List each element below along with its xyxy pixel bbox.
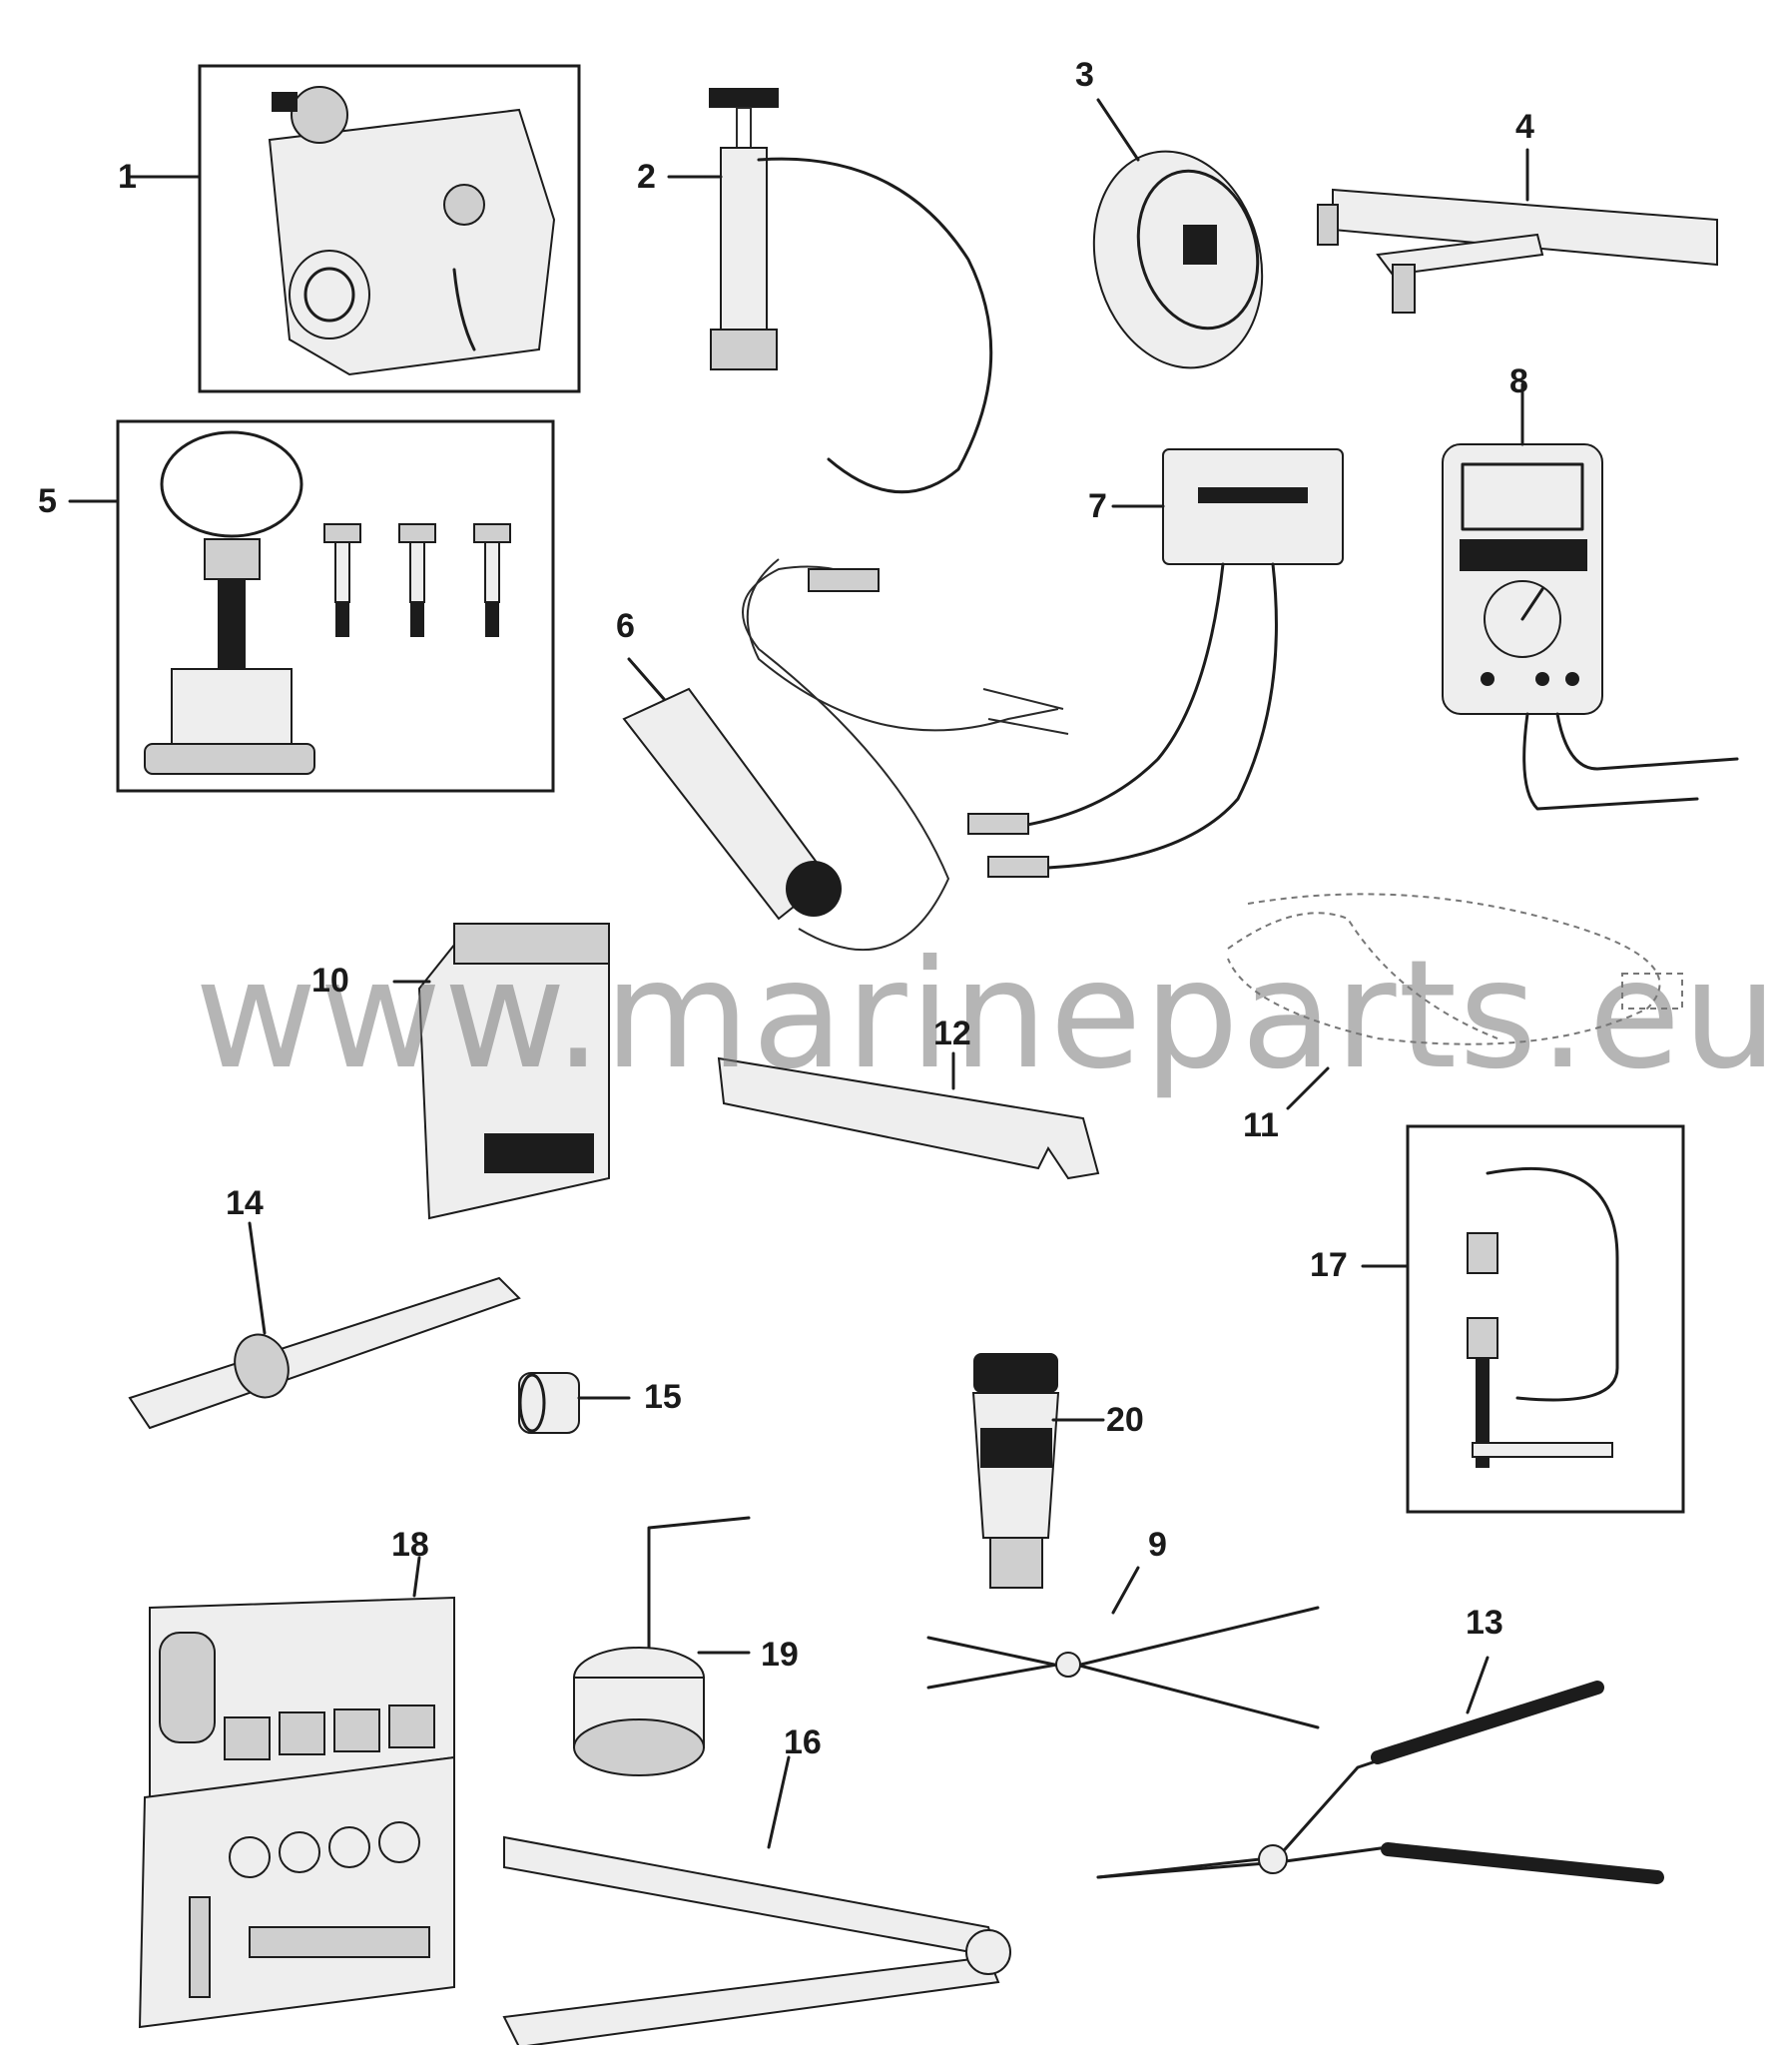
- part-3-filter-wrench: [1092, 98, 1264, 369]
- callout-5: 5: [38, 482, 57, 520]
- part-13-long-pliers: [1096, 1656, 1664, 1884]
- watermark: www.marineparts.eu: [195, 929, 1780, 1102]
- part-19-ring-compressor: [573, 1516, 751, 1776]
- callout-15: 15: [644, 1378, 682, 1416]
- part-20-lubricant-tube: [971, 1353, 1105, 1589]
- callout-4: 4: [1515, 108, 1534, 146]
- part-4-alignment-bar: [1317, 148, 1718, 314]
- part-16-spanner-wrench: [502, 1755, 1011, 2045]
- part-5-lifting-eye: [68, 419, 555, 793]
- callout-1: 1: [118, 158, 137, 196]
- part-1-frame: [198, 64, 581, 393]
- callout-8: 8: [1509, 362, 1528, 400]
- part-9-ring-pliers: [926, 1566, 1320, 1729]
- part-10-ecm-module: [392, 923, 610, 1220]
- part-6-timing-light: [622, 558, 1069, 952]
- callout-14: 14: [226, 1184, 264, 1222]
- part-15-bushing: [518, 1372, 631, 1434]
- callout-12: 12: [933, 1015, 971, 1052]
- part-17-c-clamp: [1361, 1124, 1685, 1514]
- callout-7: 7: [1088, 487, 1107, 525]
- part-18-tool-case: [138, 1556, 455, 2029]
- part-11-harness: [1227, 893, 1683, 1110]
- callout-11: 11: [1243, 1106, 1279, 1144]
- callout-19: 19: [761, 1636, 799, 1674]
- part-1-gearcase-tool: [128, 64, 581, 393]
- callout-2: 2: [637, 158, 656, 196]
- part-8-multimeter: [1442, 382, 1739, 811]
- callout-13: 13: [1466, 1604, 1503, 1642]
- callout-9: 9: [1148, 1526, 1167, 1564]
- callout-6: 6: [616, 607, 635, 645]
- part-17-frame: [1406, 1124, 1685, 1514]
- part-2-hand-pump: [667, 88, 993, 494]
- part-5-frame: [116, 419, 555, 793]
- callout-18: 18: [391, 1526, 429, 1564]
- callout-16: 16: [784, 1723, 822, 1761]
- callout-17: 17: [1310, 1246, 1348, 1284]
- callout-10: 10: [311, 962, 349, 1000]
- part-12-lever-tool: [717, 1051, 1100, 1180]
- callout-3: 3: [1075, 56, 1094, 94]
- part-14-driver-shaft: [128, 1221, 521, 1430]
- part-7-test-box: [967, 448, 1344, 878]
- callout-20: 20: [1106, 1401, 1144, 1439]
